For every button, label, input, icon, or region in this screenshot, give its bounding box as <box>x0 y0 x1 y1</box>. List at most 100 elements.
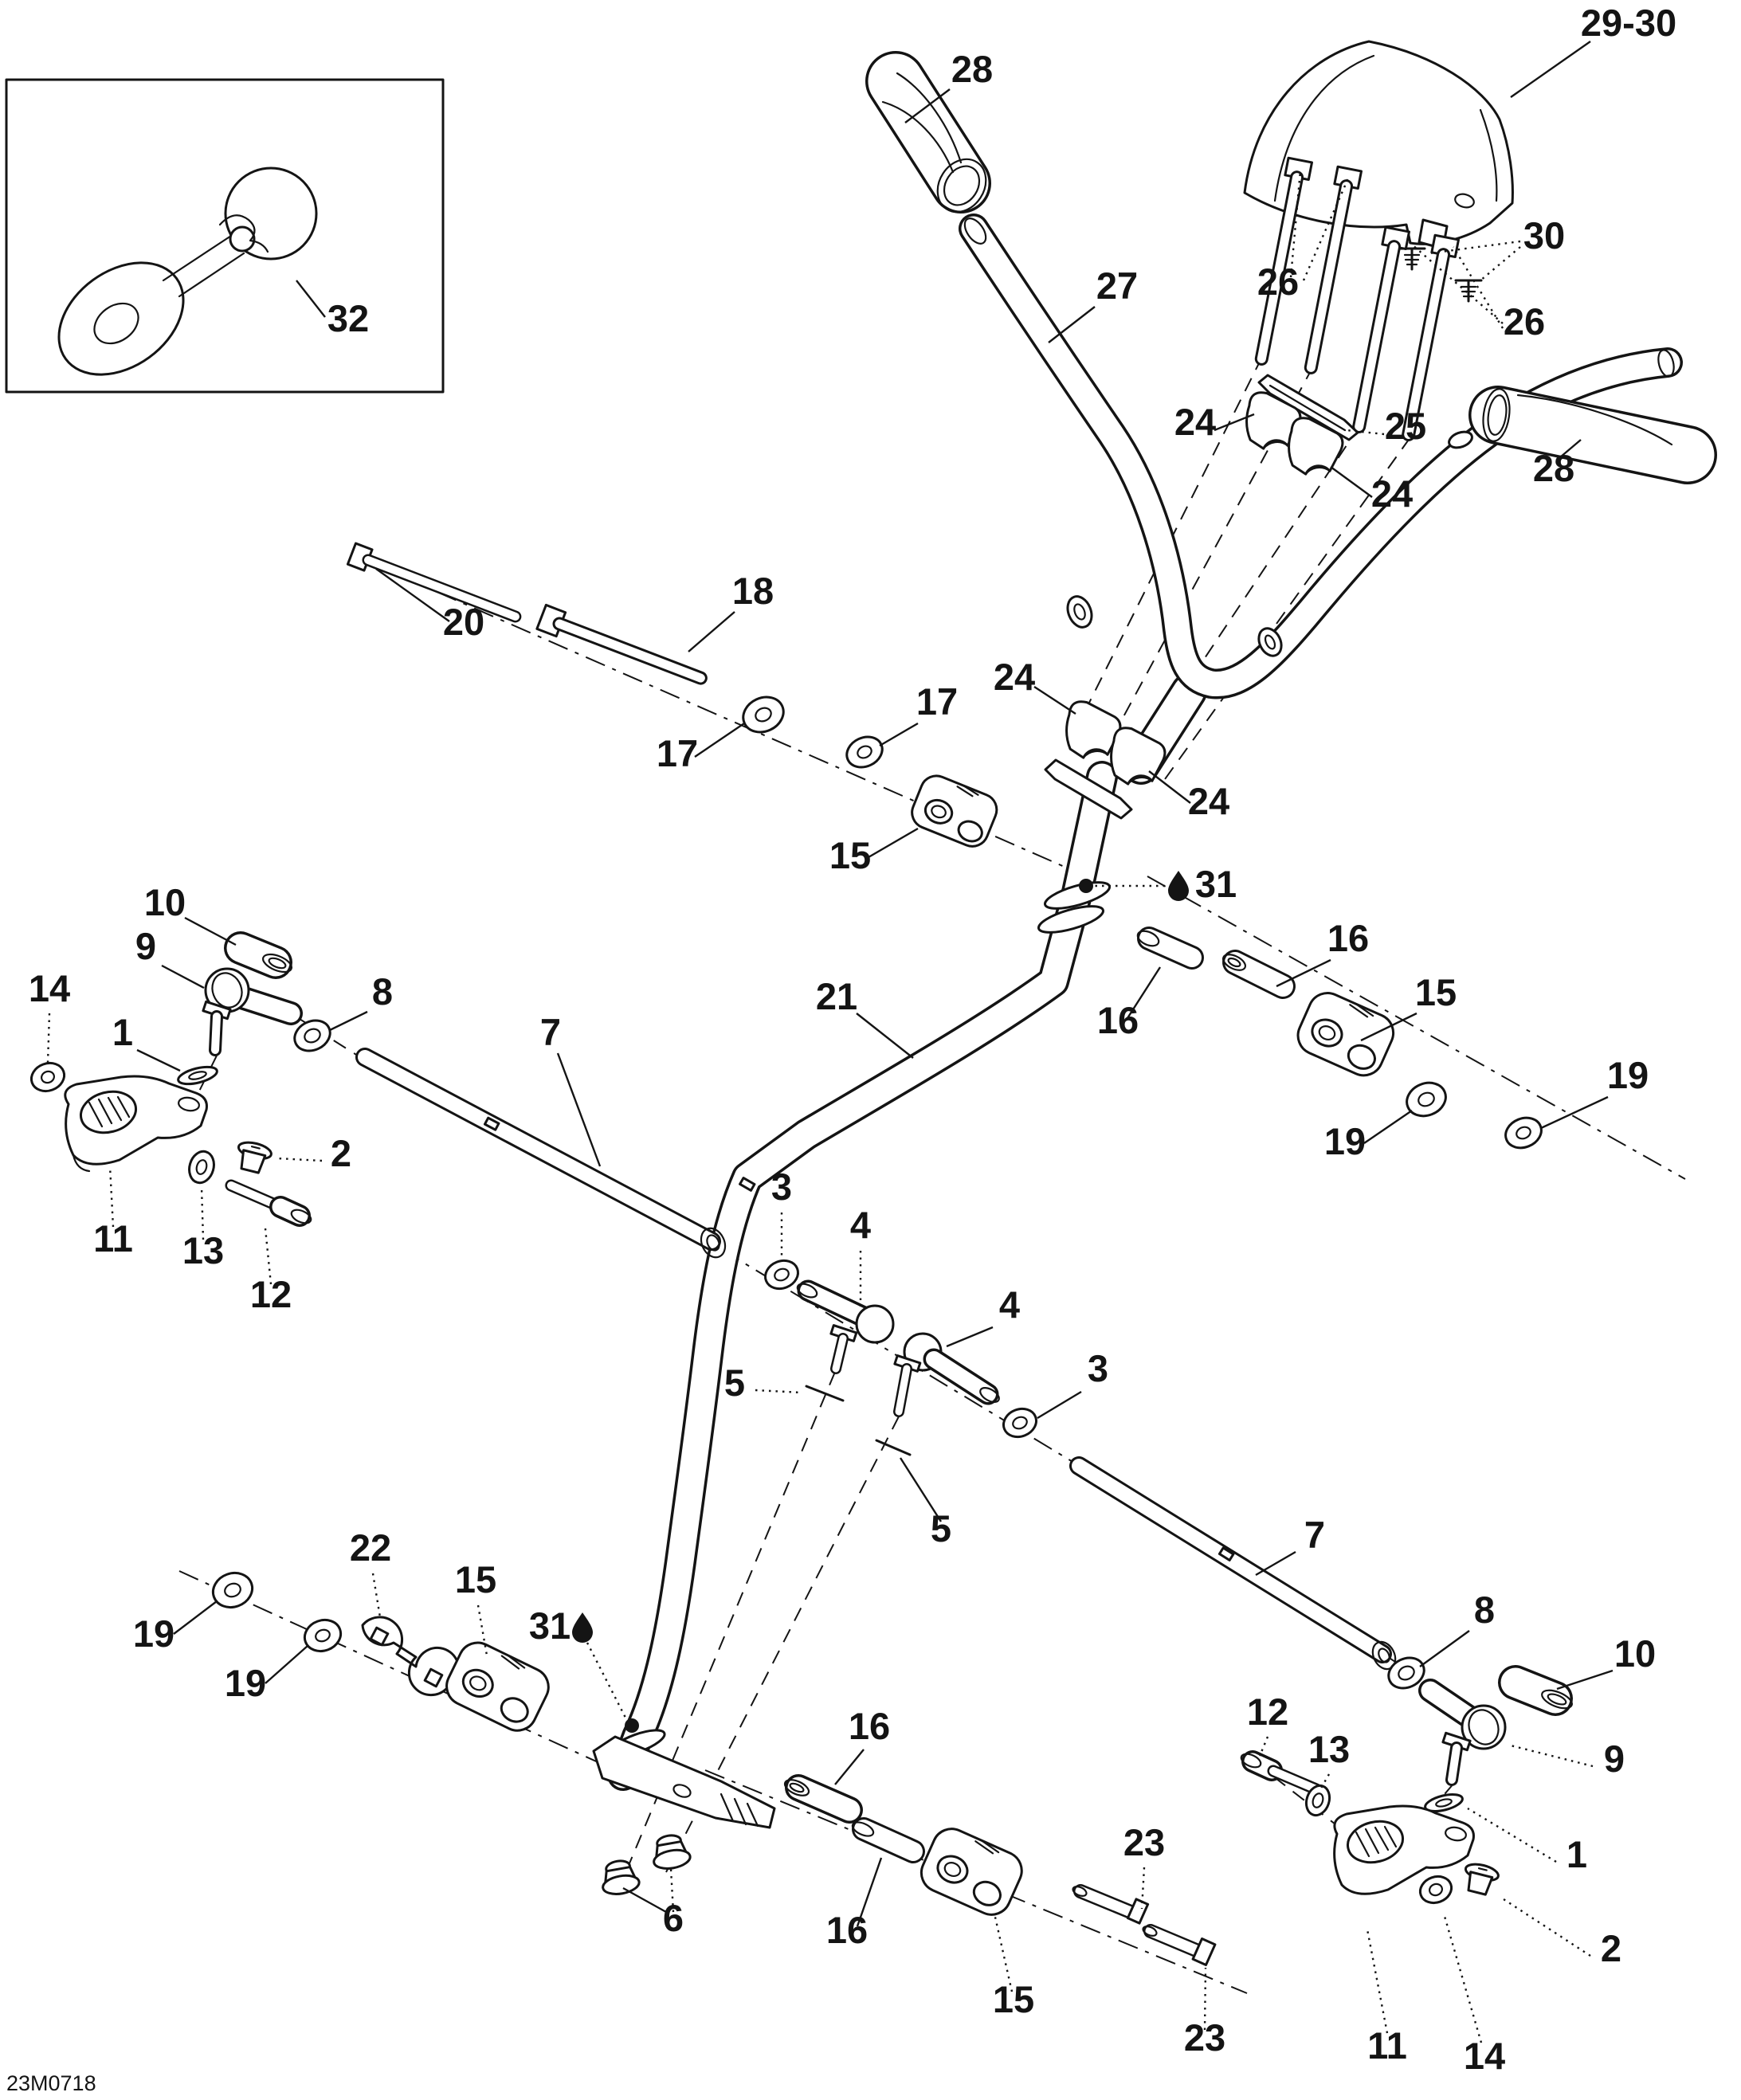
flanged-nut-19-left-b <box>303 1618 343 1653</box>
callout-9: 9 <box>135 925 156 967</box>
coupler-15-upper-left <box>911 774 998 848</box>
tie-rod-7-right <box>1069 1456 1397 1671</box>
flanged-bolt-2-left <box>237 1141 273 1174</box>
leader-line <box>688 611 735 652</box>
leader-line <box>1467 1807 1557 1863</box>
callout-7: 7 <box>540 1011 561 1053</box>
callout-11: 11 <box>1367 2024 1407 2067</box>
coupler-15-lower-left <box>445 1641 550 1732</box>
callout-25: 25 <box>1385 405 1426 447</box>
flanged-nut-6a <box>602 1859 641 1895</box>
leader-line <box>173 1600 218 1635</box>
leader-line <box>856 1857 883 1927</box>
pivot-bolt-18 <box>535 603 708 685</box>
leader-line <box>1258 1736 1269 1757</box>
drawing-code: 23M0718 <box>6 2071 96 2095</box>
leader-line <box>904 88 951 123</box>
callout-8: 8 <box>1474 1589 1495 1631</box>
leader-line <box>1366 1929 1389 2034</box>
leader-line <box>879 722 919 747</box>
leader-line <box>1510 41 1591 98</box>
callout-16: 16 <box>1097 999 1139 1041</box>
callout-3: 3 <box>1088 1347 1108 1389</box>
leader-line <box>476 1604 488 1656</box>
oil-drop-icon <box>1168 871 1189 901</box>
sleeve-16-lower-b <box>851 1817 925 1863</box>
washer-1-right <box>1424 1793 1464 1812</box>
link-22 <box>361 1616 461 1697</box>
coupler-15-lower-centre <box>920 1828 1023 1916</box>
leader-line <box>375 568 450 622</box>
flanged-nut-6b <box>653 1834 692 1870</box>
sleeve-16-upper-a <box>1136 927 1204 970</box>
callout-13: 13 <box>1308 1728 1350 1770</box>
sleeve-16-upper-b <box>1221 950 1296 999</box>
callout-14: 14 <box>29 967 70 1009</box>
pin-23a <box>1072 1884 1150 1925</box>
leader-line <box>1452 246 1504 329</box>
leader-line <box>1276 958 1331 988</box>
leader-line <box>1048 306 1096 343</box>
callout-2: 2 <box>331 1132 351 1174</box>
callout-8: 8 <box>372 970 393 1013</box>
leader-line <box>161 964 205 989</box>
leader-line <box>1507 1743 1594 1768</box>
callout-6: 6 <box>663 1897 684 1939</box>
steering-arm-11-left <box>64 1075 208 1173</box>
callout-1: 1 <box>112 1011 133 1053</box>
washer-17a <box>742 695 785 734</box>
callout-17: 17 <box>657 732 698 774</box>
callout-23: 23 <box>1123 1821 1165 1863</box>
leader-line <box>296 280 326 318</box>
callout-28: 28 <box>1533 447 1574 489</box>
leader-line <box>371 1573 382 1618</box>
leader-line <box>1500 1896 1591 1957</box>
jam-nut-3-right <box>1002 1407 1037 1439</box>
callout-32: 32 <box>327 297 369 339</box>
callout-17: 17 <box>916 680 958 723</box>
leader-line <box>946 1326 994 1348</box>
leader-line <box>136 1048 181 1072</box>
handlebar-ear <box>1066 595 1093 629</box>
callout-16: 16 <box>849 1705 890 1747</box>
callout-12: 12 <box>250 1273 292 1315</box>
leader-line <box>899 1457 943 1522</box>
leader-line <box>1214 413 1255 432</box>
callout-11: 11 <box>93 1217 133 1260</box>
callout-26: 26 <box>1504 300 1545 343</box>
leader-line <box>868 827 919 859</box>
leader-line <box>1140 1867 1146 1910</box>
leader-line <box>1405 238 1504 324</box>
callout-26: 26 <box>1257 261 1299 303</box>
tie-rod-7-left <box>355 1048 727 1259</box>
callout-16: 16 <box>1327 917 1369 959</box>
bulb-horn-32 <box>57 167 318 376</box>
grip-left-28 <box>865 51 991 214</box>
callout-23: 23 <box>1184 2016 1225 2059</box>
socket-bolt-12-right <box>1240 1750 1323 1796</box>
washer-17b <box>845 735 884 769</box>
callout-22: 22 <box>350 1526 391 1569</box>
pin-23b <box>1142 1924 1217 1966</box>
leader-line <box>46 1013 51 1064</box>
leader-line <box>184 916 237 946</box>
callout-27: 27 <box>1096 264 1138 307</box>
callout-15: 15 <box>829 834 871 876</box>
leader-line <box>1360 1012 1418 1042</box>
rod-end-4-right <box>893 1332 1000 1417</box>
leader-line <box>1302 178 1350 281</box>
handlebar-ear <box>1257 627 1283 657</box>
leader-line <box>1148 770 1191 804</box>
flanged-nut-19-right-b <box>1504 1116 1543 1150</box>
inset-box <box>5 78 445 394</box>
socket-bolt-12-left <box>225 1179 312 1227</box>
callout-4: 4 <box>999 1283 1020 1326</box>
callout-13: 13 <box>182 1229 224 1271</box>
callout-16: 16 <box>826 1909 868 1951</box>
cap-nut-10-left <box>224 931 293 979</box>
leader-line <box>669 1868 675 1913</box>
callout-21: 21 <box>816 975 857 1017</box>
leader-line <box>1289 170 1302 278</box>
